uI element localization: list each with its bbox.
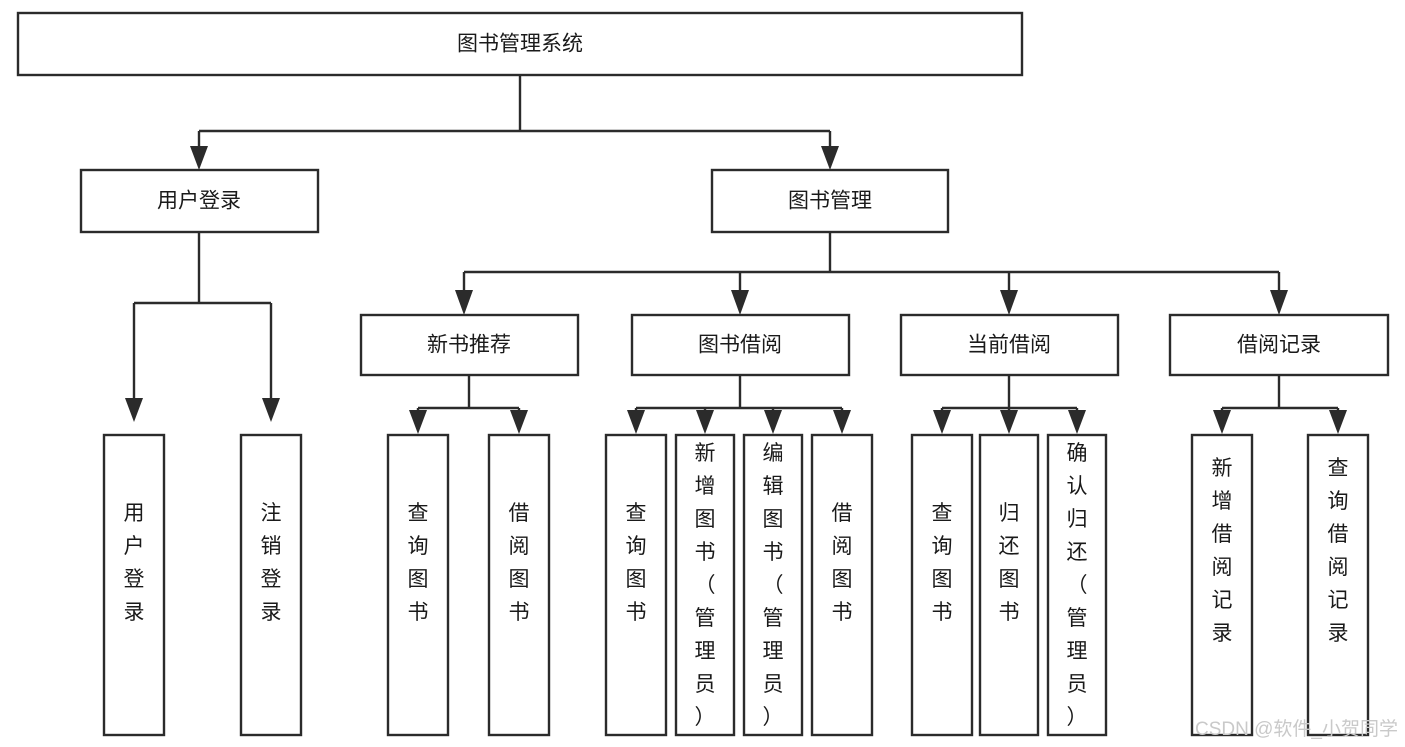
node-leaf-add-record-label: 新增借阅记录 [1212, 457, 1233, 645]
node-leaf-add-book-box[interactable] [674, 433, 736, 737]
node-leaf-return-book-label: 归还图书 [999, 502, 1020, 624]
node-current-borrow[interactable]: 当前借阅 [899, 313, 1120, 377]
arrow-head-leaf-borrow-book-2-icon [833, 410, 851, 434]
node-leaf-confirm-return-box[interactable] [1046, 433, 1108, 737]
node-user-login-box[interactable] [79, 168, 320, 234]
node-book-management-box[interactable] [710, 168, 950, 234]
node-new-book-recommend-label: 新书推荐 [427, 334, 511, 357]
node-leaf-borrow-book-1-box[interactable] [487, 433, 551, 737]
node-user-login[interactable]: 用户登录 [79, 168, 320, 234]
connector-group-root-to-level2 [190, 76, 839, 170]
node-root-label: 图书管理系统 [457, 33, 583, 56]
node-leaf-confirm-return-label: 确认归还（管理员） [1067, 442, 1088, 729]
node-leaf-query-book-3-label: 查询图书 [932, 502, 953, 624]
arrow-head-leaf-user-login-icon [125, 398, 143, 422]
node-leaf-borrow-book-2[interactable]: 借阅图书 [810, 433, 874, 737]
node-leaf-query-record-box[interactable] [1306, 433, 1370, 737]
arrow-head-leaf-query-book-1-icon [409, 410, 427, 434]
node-book-borrow[interactable]: 图书借阅 [630, 313, 851, 377]
arrow-head-book-borrow-icon [731, 290, 749, 315]
arrow-head-leaf-add-record-icon [1213, 410, 1231, 434]
node-leaf-add-book-label: 新增图书（管理员） [695, 442, 716, 729]
watermark-label: CSDN @软件_小贺同学 [1195, 718, 1398, 740]
node-leaf-user-login-box[interactable] [102, 433, 166, 737]
connector-group-book-borrow-to-leaves [627, 375, 851, 434]
node-root[interactable]: 图书管理系统 [16, 11, 1024, 77]
node-leaf-edit-book[interactable]: 编辑图书（管理员） [742, 433, 804, 737]
node-leaf-query-book-3-box[interactable] [910, 433, 974, 737]
node-leaf-query-book-3[interactable]: 查询图书 [910, 433, 974, 737]
arrow-head-leaf-borrow-book-1-icon [510, 410, 528, 434]
arrow-head-leaf-query-book-3-icon [933, 410, 951, 434]
node-leaf-borrow-book-2-label: 借阅图书 [832, 502, 853, 624]
node-leaf-borrow-book-2-box[interactable] [810, 433, 874, 737]
node-leaf-query-book-1-label: 查询图书 [408, 502, 429, 624]
node-leaf-borrow-book-1-label: 借阅图书 [509, 502, 530, 624]
node-leaf-logout-login-label: 注销登录 [261, 502, 282, 624]
node-leaf-query-book-2-label: 查询图书 [626, 502, 647, 624]
arrow-head-new-book-recommend-icon [455, 290, 473, 315]
node-leaf-add-record[interactable]: 新增借阅记录 [1190, 433, 1254, 737]
node-leaf-query-book-2-box[interactable] [604, 433, 668, 737]
node-book-borrow-box[interactable] [630, 313, 851, 377]
node-current-borrow-label: 当前借阅 [967, 334, 1051, 357]
node-leaf-add-book[interactable]: 新增图书（管理员） [674, 433, 736, 737]
node-borrow-record-label: 借阅记录 [1237, 334, 1321, 357]
arrow-head-book-management-icon [821, 146, 839, 170]
node-leaf-edit-book-box[interactable] [742, 433, 804, 737]
node-book-borrow-label: 图书借阅 [698, 334, 782, 357]
node-leaf-user-login[interactable]: 用户登录 [102, 433, 166, 737]
node-leaf-query-record[interactable]: 查询借阅记录 [1306, 433, 1370, 737]
node-leaf-logout-login[interactable]: 注销登录 [239, 433, 303, 737]
node-leaf-add-record-box[interactable] [1190, 433, 1254, 737]
connector-group-current-borrow-to-leaves [933, 375, 1086, 434]
node-borrow-record[interactable]: 借阅记录 [1168, 313, 1390, 377]
arrow-head-user-login-icon [190, 146, 208, 170]
connector-group-new-book-recommend-to-leaves [409, 375, 528, 434]
node-current-borrow-box[interactable] [899, 313, 1120, 377]
node-leaf-borrow-book-1[interactable]: 借阅图书 [487, 433, 551, 737]
arrow-head-leaf-add-book-icon [696, 410, 714, 434]
node-leaf-return-book-box[interactable] [978, 433, 1040, 737]
node-new-book-recommend-box[interactable] [359, 313, 580, 377]
arrow-head-leaf-edit-book-icon [764, 410, 782, 434]
arrow-head-borrow-record-icon [1270, 290, 1288, 315]
node-leaf-return-book[interactable]: 归还图书 [978, 433, 1040, 737]
arrow-head-leaf-return-book-icon [1000, 410, 1018, 434]
node-leaf-confirm-return[interactable]: 确认归还（管理员） [1046, 433, 1108, 737]
node-borrow-record-box[interactable] [1168, 313, 1390, 377]
arrow-head-leaf-query-book-2-icon [627, 410, 645, 434]
arrow-head-leaf-confirm-return-icon [1068, 410, 1086, 434]
arrow-head-leaf-query-record-icon [1329, 410, 1347, 434]
node-leaf-query-book-1[interactable]: 查询图书 [386, 433, 450, 737]
node-user-login-label: 用户登录 [157, 190, 241, 213]
node-new-book-recommend[interactable]: 新书推荐 [359, 313, 580, 377]
connector-group-book-management-to-level3 [455, 232, 1288, 315]
node-leaf-query-book-2[interactable]: 查询图书 [604, 433, 668, 737]
node-root-box[interactable] [16, 11, 1024, 77]
node-book-management-label: 图书管理 [788, 190, 872, 213]
node-leaf-user-login-label: 用户登录 [124, 502, 145, 624]
arrow-head-leaf-logout-login-icon [262, 398, 280, 422]
arrow-head-current-borrow-icon [1000, 290, 1018, 315]
connector-group-user-login-to-leaves [125, 232, 280, 422]
node-leaf-logout-login-box[interactable] [239, 433, 303, 737]
node-leaf-query-record-label: 查询借阅记录 [1328, 457, 1349, 645]
node-book-management[interactable]: 图书管理 [710, 168, 950, 234]
node-leaf-query-book-1-box[interactable] [386, 433, 450, 737]
connector-group-borrow-record-to-leaves [1213, 375, 1347, 434]
node-leaf-edit-book-label: 编辑图书（管理员） [763, 442, 784, 729]
